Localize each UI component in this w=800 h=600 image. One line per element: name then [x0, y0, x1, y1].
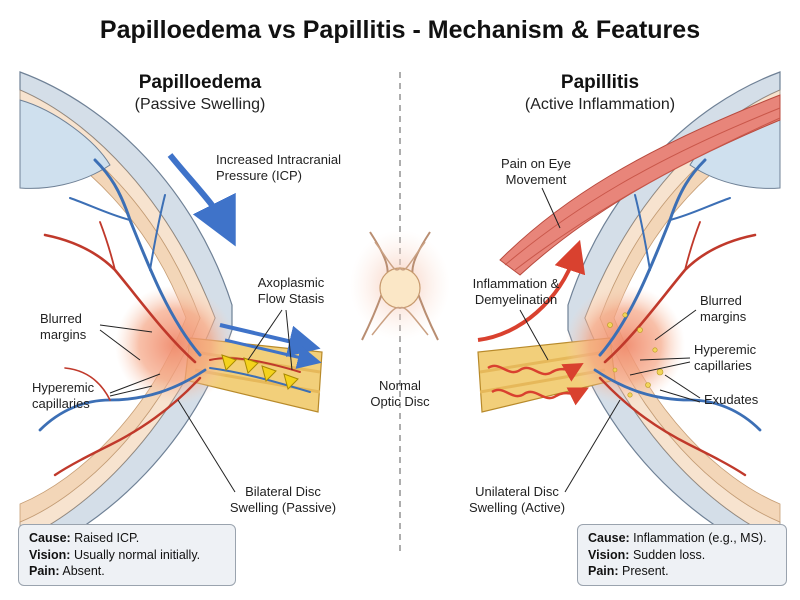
eye-muscle	[499, 94, 781, 276]
exudate-spots	[607, 312, 664, 398]
left-eye-wall	[19, 71, 233, 561]
left-panel-subtitle: (Passive Swelling)	[134, 96, 266, 113]
right-panel-title: Papillitis	[560, 72, 640, 93]
inflammation-arrows	[477, 239, 589, 406]
right-vessels	[593, 158, 762, 477]
label-exudates: Exudates	[704, 392, 759, 407]
right-info-vision: Vision: Sudden loss.	[588, 547, 706, 562]
left-info-vision: Vision: Usually normal initially.	[29, 547, 201, 562]
label-inflammation-demyelination: Inflammation &Demyelination	[472, 276, 560, 307]
left-swollen-disc	[115, 285, 235, 405]
page-title: Papilloedema vs Papillitis - Mechanism &…	[99, 16, 701, 44]
normal-optic-disc	[350, 230, 450, 341]
flow-stasis-markers	[221, 354, 299, 390]
right-info-box: Cause: Inflammation (e.g., MS). Vision: …	[577, 524, 787, 586]
right-leader-lines	[519, 187, 701, 493]
icp-pressure-arrows	[167, 153, 322, 369]
right-panel-subtitle: (Active Inflammation)	[524, 96, 676, 113]
left-panel-title: Papilloedema	[138, 72, 262, 93]
left-leader-lines	[99, 309, 293, 493]
right-swollen-disc	[565, 285, 685, 405]
left-info-cause: Cause: Raised ICP.	[29, 531, 140, 545]
right-info-pain: Pain: Present.	[588, 564, 669, 578]
left-info-pain: Pain: Absent.	[29, 564, 105, 578]
right-info-cause: Cause: Inflammation (e.g., MS).	[588, 531, 767, 545]
left-info-box: Cause: Raised ICP. Vision: Usually norma…	[18, 524, 236, 586]
